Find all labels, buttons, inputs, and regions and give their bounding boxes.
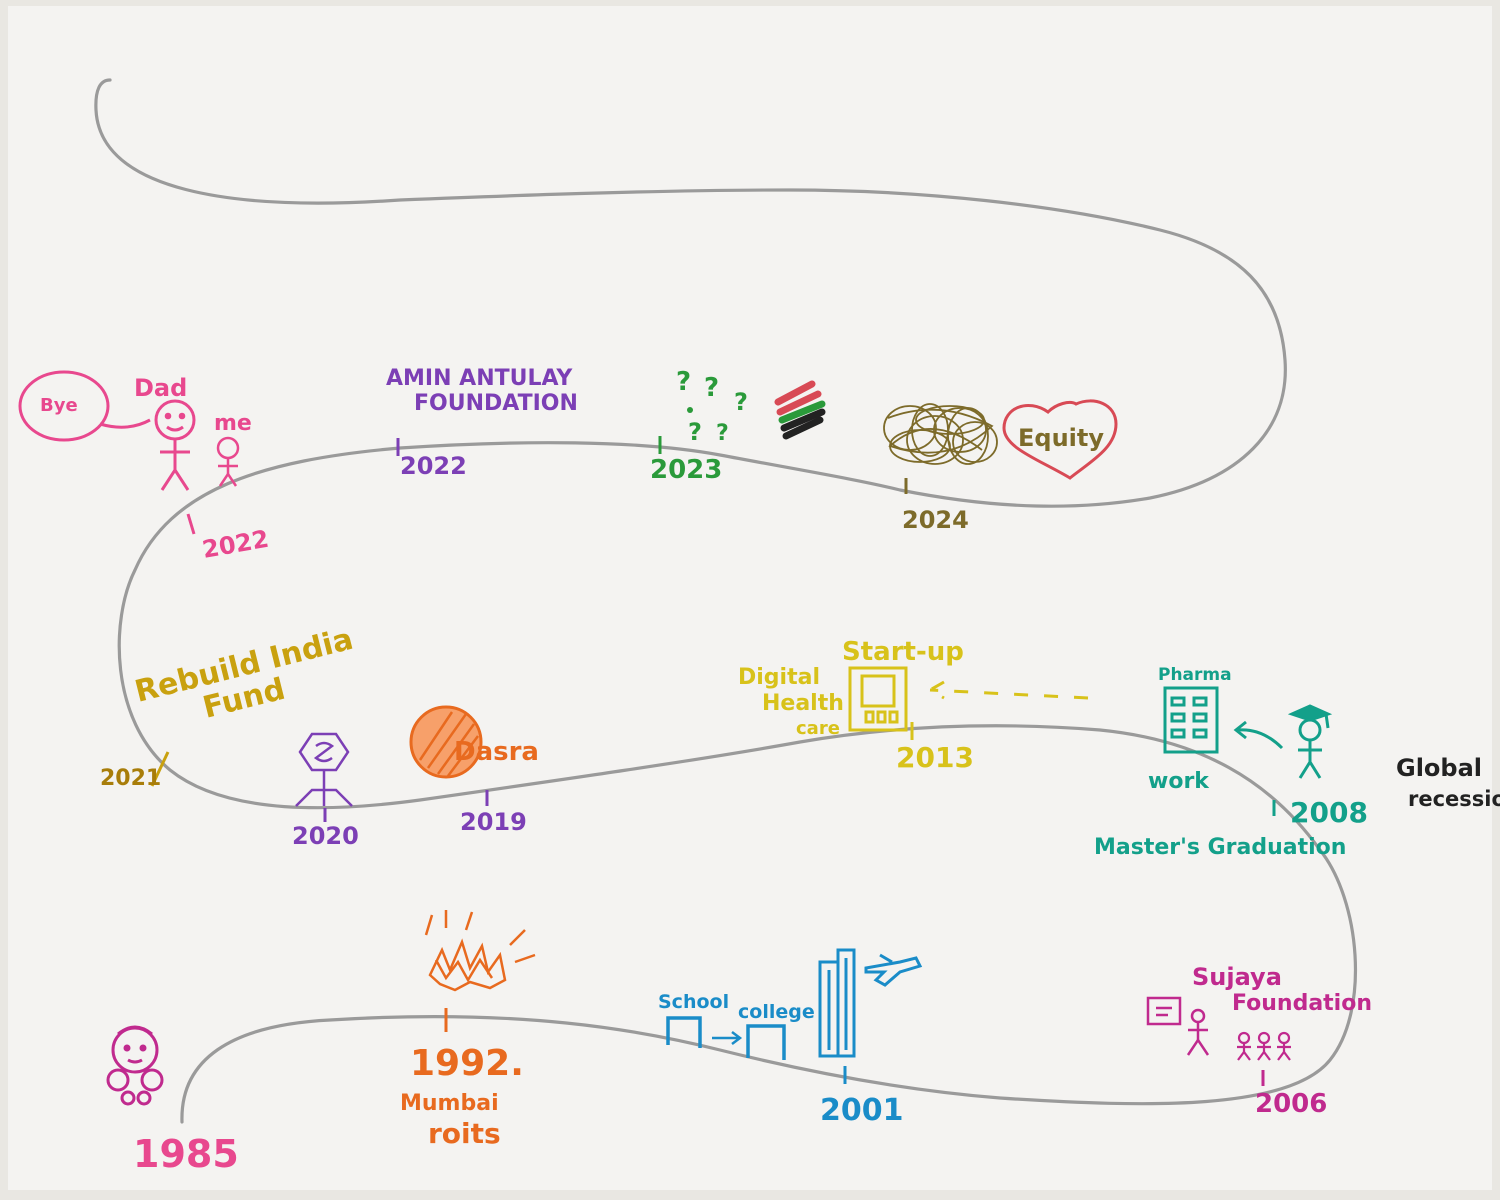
pharma-label: Pharma	[1158, 665, 1232, 685]
hatch-lines	[418, 711, 479, 777]
children-icon	[1237, 1031, 1291, 1061]
recession-label: recession	[1408, 787, 1500, 811]
flag-stripes-icon	[774, 380, 826, 440]
heart-icon	[1002, 399, 1118, 480]
dad-label: Dad	[134, 374, 187, 402]
device-icon	[848, 666, 908, 732]
bubble-tail	[99, 418, 151, 429]
airplane-icon	[864, 953, 923, 987]
svg-text:?: ?	[676, 367, 691, 397]
paper-sheet	[8, 6, 1492, 1190]
tick-2022-dad	[186, 513, 196, 535]
svg-text:?: ?	[734, 388, 748, 416]
school-label: School	[658, 991, 729, 1013]
scribble-icon	[883, 403, 998, 465]
graduate-icon	[1287, 704, 1333, 779]
event-1985: 1985	[106, 1025, 239, 1176]
event-2019: Dasra 2019	[409, 705, 539, 836]
event-1992: 1992. Mumbai roits	[400, 910, 536, 1150]
college-label: college	[738, 1001, 815, 1023]
bubble-text: Bye	[40, 395, 78, 416]
svg-text:?: ?	[688, 418, 702, 446]
year-label-2022-foundation: 2022	[400, 452, 467, 480]
riots-label: roits	[428, 1117, 501, 1150]
sujaya-label: Sujaya	[1192, 963, 1282, 991]
event-2008: Pharma work 2008 Master's Graduation Glo…	[1094, 665, 1500, 860]
svg-text:?: ?	[704, 373, 719, 403]
year-label-2021: 2021	[100, 766, 161, 791]
timeline-path	[94, 78, 1358, 1124]
foundation-label: Foundation	[1232, 991, 1372, 1016]
dasra-label: Dasra	[454, 737, 539, 767]
health-label: Health	[762, 691, 844, 716]
year-label-1985: 1985	[133, 1132, 239, 1176]
year-label-2023: 2023	[650, 455, 722, 485]
work-label: work	[1148, 769, 1210, 794]
year-label-2024: 2024	[902, 506, 969, 534]
riot-fire-icon	[424, 910, 536, 992]
amin-antulay-label: AMIN ANTULAY	[386, 366, 573, 391]
twin-towers-icon	[818, 948, 856, 1058]
mumbai-label: Mumbai	[400, 1091, 499, 1116]
year-label-2019: 2019	[460, 808, 527, 836]
event-2020: 2020	[292, 732, 359, 850]
me-figure-icon	[216, 436, 240, 487]
year-label-2001: 2001	[820, 1093, 904, 1128]
question-marks-icon: ? ? ? ? ?	[676, 367, 748, 446]
global-label: Global	[1396, 754, 1482, 782]
year-label-2020: 2020	[292, 822, 359, 850]
dashed-arrow-icon	[926, 680, 1089, 700]
year-label-2013: 2013	[896, 741, 974, 774]
school-building-icon	[666, 1016, 702, 1048]
startup-label: Start-up	[842, 637, 964, 667]
event-2022-foundation: AMIN ANTULAY FOUNDATION 2022	[386, 366, 578, 480]
care-label: care	[796, 718, 840, 739]
svg-text:?: ?	[716, 421, 729, 446]
year-label-2008: 2008	[1290, 796, 1368, 829]
baby-icon	[106, 1025, 164, 1106]
equity-label: Equity	[1018, 424, 1104, 452]
event-2024: Equity 2024	[883, 399, 1118, 534]
office-building-icon	[1163, 686, 1219, 754]
year-label-2006: 2006	[1255, 1089, 1327, 1119]
me-label: me	[214, 411, 252, 436]
arrow-icon	[712, 1031, 743, 1045]
event-2006: Sujaya Foundation 2006	[1146, 963, 1372, 1119]
event-2001: School college 2001	[658, 948, 923, 1128]
speech-bubble-icon	[18, 370, 110, 442]
graduation-label: Master's Graduation	[1094, 835, 1346, 860]
digital-label: Digital	[738, 665, 820, 690]
tick-2021	[150, 751, 170, 787]
year-label-1992: 1992.	[410, 1043, 524, 1084]
event-2013: Start-up Digital Health care 2013	[738, 637, 1089, 774]
event-2023: ? ? ? ? ? 2023	[650, 367, 826, 485]
virus-icon	[295, 732, 353, 807]
dad-figure-icon	[154, 399, 196, 491]
college-building-icon	[746, 1024, 786, 1060]
foundation-name-label: FOUNDATION	[414, 391, 578, 416]
dot-icon	[687, 407, 693, 413]
curved-arrow-icon	[1233, 720, 1284, 750]
teacher-board-icon	[1146, 996, 1210, 1056]
